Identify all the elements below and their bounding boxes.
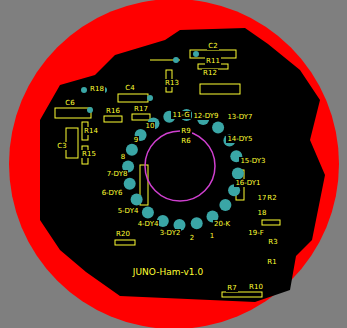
silkscreen-label: 4-DY4 (137, 220, 160, 228)
pin-pad (191, 217, 203, 229)
silkscreen-label: R11 (205, 57, 221, 65)
silkscreen-label: 2 (189, 234, 195, 242)
component-pads (81, 51, 199, 113)
silkscreen-label: C3 (56, 142, 67, 150)
silkscreen-label: R17 (133, 105, 149, 113)
pin-pad (124, 178, 136, 190)
silkscreen-label: 11-G (171, 111, 190, 119)
silkscreen-label: R2 (266, 194, 277, 202)
silkscreen-label: 19-F (247, 229, 264, 237)
silkscreen-label: R7 (226, 284, 237, 292)
pin-pad (131, 194, 143, 206)
silkscreen-label: 6-DY6 (101, 189, 124, 197)
pin-pad (142, 206, 154, 218)
pin-pads (122, 109, 244, 231)
tube-outline (145, 131, 215, 201)
component-outlines (55, 50, 280, 297)
silkscreen-label: 10 (145, 122, 156, 130)
silkscreen-label: R16 (105, 107, 121, 115)
silkscreen-label: C2 (207, 42, 218, 50)
pin-pad (212, 122, 224, 134)
silkscreen-label: R20 (115, 230, 131, 238)
silkscreen-label: 12-DY9 (192, 112, 219, 120)
silkscreen-label: 14-DY5 (226, 135, 253, 143)
silkscreen-label: 8 (120, 153, 126, 161)
silkscreen-label: 18 (257, 209, 268, 217)
silkscreen-label: 9 (133, 136, 139, 144)
silkscreen-label: 15-DY3 (239, 157, 266, 165)
silkscreen-label: 13-DY7 (226, 113, 253, 121)
silkscreen-label: R9 (180, 127, 191, 135)
silkscreen-label: 1 (209, 232, 215, 240)
board-clearance (40, 28, 325, 302)
silkscreen-label: 3-DY2 (159, 229, 182, 237)
silkscreen-label: C6 (64, 99, 75, 107)
silkscreen-label: 20-K (213, 220, 231, 228)
silkscreen-label: R14 (83, 127, 99, 135)
board-name: JUNO-Ham-v1.0 (132, 267, 204, 277)
pin-pad (219, 199, 231, 211)
silkscreen-label: 7-DY8 (106, 170, 129, 178)
pin-pad (126, 144, 138, 156)
silkscreen-label: 5-DY4 (117, 207, 140, 215)
copper-ring (9, 0, 339, 328)
silkscreen-label: R12 (202, 69, 218, 77)
silkscreen-label: R6 (180, 137, 191, 145)
silkscreen-label: R3 (267, 238, 278, 246)
silkscreen-label: 16-DY1 (234, 179, 261, 187)
silkscreen-label: R10 (248, 283, 264, 291)
silkscreen-label: R1 (266, 258, 277, 266)
silkscreen-label: R18 (89, 85, 105, 93)
pin-pad (232, 168, 244, 180)
silkscreen-label: R15 (81, 150, 97, 158)
silkscreen-label: C4 (124, 84, 135, 92)
silkscreen-label: R13 (164, 79, 180, 87)
